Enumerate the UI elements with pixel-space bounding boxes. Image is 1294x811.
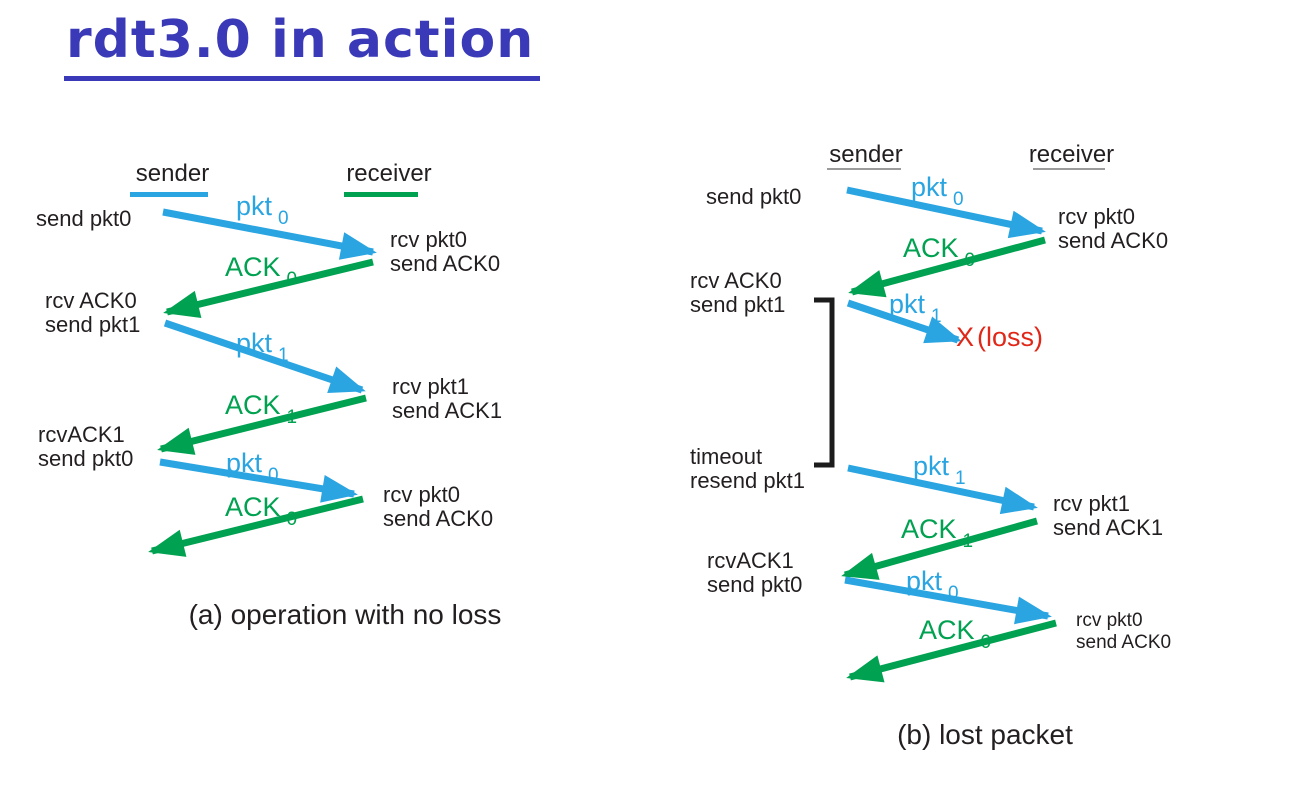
arrow-label-sub: 0 [980, 632, 992, 653]
event-line: rcv pkt0 [390, 227, 468, 252]
arrow-label-sub: 0 [953, 189, 964, 210]
a-sender-header: sender [135, 160, 210, 187]
arrow-label-sub: 1 [962, 531, 974, 552]
event-line: rcv ACK0 [45, 288, 137, 313]
arrow-label-text: ACK [225, 492, 281, 522]
event-line: rcvACK1 [38, 422, 125, 447]
event-line: send pkt1 [45, 312, 141, 337]
event-line: send ACK0 [1058, 228, 1169, 253]
arrow-label-text: pkt [906, 566, 943, 596]
arrow-label-text: pkt [913, 451, 950, 481]
b-event-rcv-pkt0-second: rcv pkt0 send ACK0 [1076, 610, 1171, 654]
b-event-rcv-ack1: rcvACK1 send pkt0 [707, 549, 802, 597]
arrow-label-text: ACK [901, 514, 957, 544]
arrow-label-sub: 0 [948, 583, 959, 604]
b-receiver-header: receiver [1028, 141, 1115, 168]
b-event-send-pkt0: send pkt0 [706, 185, 801, 209]
a-event-rcv-ack0: rcv ACK0 send pkt1 [45, 289, 140, 337]
arrow-label-text: ACK [919, 615, 975, 645]
event-line: send pkt1 [690, 292, 786, 317]
b-event-rcv-pkt1: rcv pkt1 send ACK1 [1053, 492, 1163, 540]
event-line: send pkt0 [706, 184, 802, 209]
event-line: rcv pkt0 [383, 482, 461, 507]
event-line: send ACK0 [383, 506, 494, 531]
a-caption: (a) operation with no loss [188, 599, 502, 630]
arrow-label-sub: 1 [931, 306, 942, 327]
event-line: send pkt0 [36, 206, 132, 231]
arrow-label-text: ACK [225, 252, 281, 282]
event-line: send ACK0 [1076, 632, 1172, 653]
event-line: rcv ACK0 [690, 268, 782, 293]
arrow-label-text: pkt [911, 172, 948, 202]
b-receiver-underline [1033, 168, 1105, 170]
event-line: rcvACK1 [707, 548, 794, 573]
b-sender-underline [827, 168, 901, 170]
b-event-rcv-pkt0: rcv pkt0 send ACK0 [1058, 205, 1168, 253]
arrow-label-sub: 1 [286, 407, 298, 428]
a-event-rcv-ack1: rcvACK1 send pkt0 [38, 423, 133, 471]
arrow-label-sub: 0 [286, 509, 298, 530]
event-line: rcv pkt0 [1076, 610, 1143, 631]
slide-title: rdt3.0 in action [64, 10, 541, 81]
b-caption: (b) lost packet [897, 719, 1073, 750]
event-line: send pkt0 [38, 446, 134, 471]
arrow-label-text: ACK [225, 390, 281, 420]
event-line: rcv pkt1 [392, 374, 470, 399]
a-sender-underline [130, 192, 208, 197]
arrow-label-sub: 0 [286, 269, 298, 290]
event-line: rcv pkt0 [1058, 204, 1136, 229]
event-line: send ACK1 [392, 398, 503, 423]
a-receiver-header: receiver [346, 160, 432, 187]
arrow-label-text: ACK [903, 233, 959, 263]
arrow-label-text: pkt [236, 328, 273, 358]
event-line: timeout [690, 444, 763, 469]
arrow-label-sub: 0 [278, 208, 289, 229]
arrow-label-sub: 1 [278, 345, 289, 366]
b-event-rcv-ack0: rcv ACK0 send pkt1 [690, 269, 785, 317]
arrow-label-text: pkt [236, 191, 273, 221]
timeout-bracket [814, 297, 835, 468]
loss-marker: X(loss) [956, 322, 1043, 353]
a-event-rcv-pkt0-second: rcv pkt0 send ACK0 [383, 483, 493, 531]
a-event-rcv-pkt0: rcv pkt0 send ACK0 [390, 228, 500, 276]
arrow-label-text: pkt [889, 289, 926, 319]
event-line: send ACK0 [390, 251, 501, 276]
loss-note: (loss) [977, 322, 1044, 352]
b-sender-header: sender [829, 141, 903, 168]
event-line: resend pkt1 [690, 468, 805, 493]
a-event-rcv-pkt1: rcv pkt1 send ACK1 [392, 375, 502, 423]
a-event-send-pkt0: send pkt0 [36, 207, 131, 231]
arrow-label-text: pkt [226, 448, 263, 478]
event-line: rcv pkt1 [1053, 491, 1131, 516]
loss-x-mark: X [956, 322, 975, 352]
arrow-label-sub: 1 [955, 468, 966, 489]
a-receiver-underline [344, 192, 418, 197]
arrow-label-sub: 0 [964, 250, 976, 271]
arrow-label-sub: 0 [268, 465, 279, 486]
event-line: send pkt0 [707, 572, 803, 597]
b-event-timeout: timeout resend pkt1 [690, 445, 805, 493]
event-line: send ACK1 [1053, 515, 1164, 540]
